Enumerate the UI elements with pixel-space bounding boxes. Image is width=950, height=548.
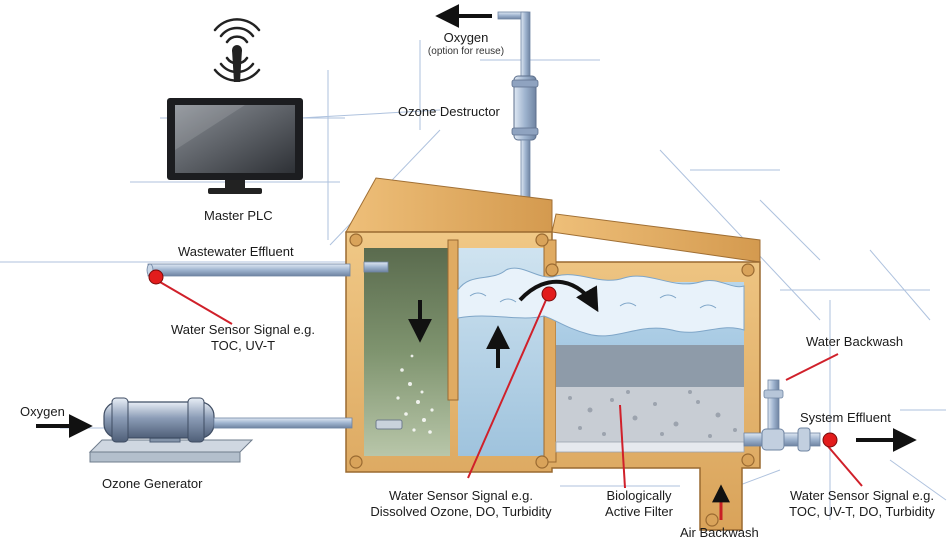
tank-top-right — [551, 213, 761, 263]
antenna-mast — [232, 50, 242, 82]
ozone-destructor-assembly — [497, 11, 539, 203]
foam — [457, 267, 745, 337]
baf-underdrain — [555, 441, 745, 453]
ozone-generator-label: Ozone Generator — [102, 476, 203, 491]
water-backwash-label: Water Backwash — [806, 334, 904, 349]
sensor-center-label-2: Dissolved Ozone, DO, Turbidity — [370, 504, 552, 519]
air-backwash-label: Air Backwash — [680, 525, 759, 540]
baf-label-2: Active Filter — [605, 504, 673, 519]
master-plc — [167, 18, 303, 194]
oxygen-outlet-note: (option for reuse) — [427, 46, 505, 57]
inlet-nozzle — [363, 261, 389, 273]
effluent-piping — [743, 379, 821, 452]
oxygen-outlet-pipe-v — [520, 11, 531, 79]
baf-label-1: Biologically — [606, 488, 672, 503]
sensor-ozone-chamber — [541, 286, 557, 302]
sensor-left-label-2: TOC, UV-T — [210, 338, 276, 353]
baf-media-texture — [568, 390, 737, 438]
overflow-arrow — [518, 279, 599, 313]
cylinder-icon — [511, 75, 539, 141]
destructor-down-pipe — [520, 139, 531, 203]
baffle-wall — [447, 239, 459, 401]
sensor-wastewater — [148, 269, 164, 285]
system-effluent-label: System Effluent — [800, 410, 891, 425]
diffuser — [375, 419, 403, 430]
ozone-bubbles — [396, 354, 434, 434]
sensor-right-label-2: TOC, UV-T, DO, Turbidity — [789, 504, 935, 519]
ozone-destructor-label: Ozone Destructor — [398, 104, 500, 119]
generator-icon — [103, 397, 215, 443]
sensor-dot-icon — [148, 269, 838, 448]
treatment-tank — [345, 177, 761, 531]
ozone-supply-pipe — [213, 417, 353, 429]
wastewater-effluent-label: Wastewater Effluent — [178, 244, 294, 259]
wastewater-effluent-pipe — [147, 263, 351, 277]
oxygen-outlet-label: Oxygen — [443, 30, 489, 45]
tank-bolts — [349, 233, 755, 527]
sensor-leaders — [159, 281, 863, 489]
master-plc-label: Master PLC — [204, 208, 273, 223]
baf-clear-water — [556, 345, 744, 387]
baf-media — [556, 387, 744, 442]
oxygen-inlet-label: Oxygen — [20, 404, 65, 419]
ozone-generator — [88, 397, 353, 463]
sensor-left-label-1: Water Sensor Signal e.g. — [170, 322, 316, 337]
sensor-right-label-1: Water Sensor Signal e.g. — [789, 488, 935, 503]
monitor-icon — [167, 98, 303, 194]
sensor-system-effluent — [822, 432, 838, 448]
sensor-center-label-1: Water Sensor Signal e.g. — [388, 488, 534, 503]
